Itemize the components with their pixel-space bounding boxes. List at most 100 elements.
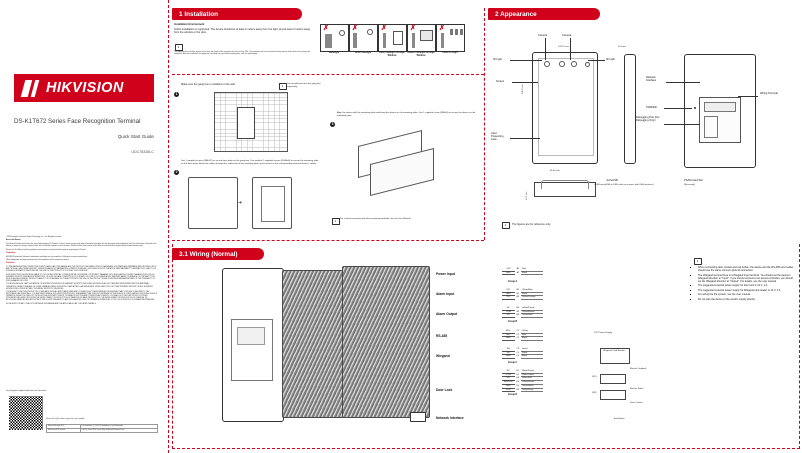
appearance-diagram: Camera Camera IR Light IR Light Screen C… (488, 24, 798, 236)
cross-icon: ✗ (410, 25, 416, 32)
cross-icon: ✗ (323, 25, 329, 32)
rj45-connector-icon (410, 412, 426, 422)
section-divider (172, 240, 484, 241)
pin-name: +12V (502, 268, 515, 272)
note-icon (694, 258, 702, 276)
table-row: NO D3 White/Red (502, 376, 543, 382)
strike-icon (600, 390, 626, 400)
terminal-label-door-lock: Door Lock (436, 388, 453, 392)
group-label-a: Group A (508, 281, 518, 283)
label-camera-left: Camera (538, 34, 548, 37)
legal-heading-disclaimer: Disclaimer (6, 262, 15, 265)
pin-name: GND (502, 292, 515, 297)
cable-bundle (282, 270, 344, 418)
pin-table-rs485: 485+ C1 Yellow 485- C2 Blue GND C3 Black (502, 330, 543, 342)
terminal-label-alarm-output: Alarm Output (436, 312, 458, 316)
legal-line: ©2020 Hangzhou Hikvision Digital Technol… (6, 236, 62, 238)
label-ir-light-right: IR Light (606, 58, 615, 61)
pin-color: Yellow/Orange (521, 295, 543, 301)
tamper-icon (694, 107, 697, 110)
device-side-view (624, 54, 636, 164)
document-code: UD17833B-C (131, 150, 154, 154)
pin-id: B6 (516, 314, 520, 317)
pin-name: GND (502, 354, 515, 360)
ir-light-icon (585, 62, 590, 67)
table-row: COM D2 White/Yellow (502, 373, 543, 378)
section-header-wiring: 3.1 Wiring (Normal) (172, 248, 264, 260)
terminal-label-rs485: RS-485 (436, 334, 448, 338)
note-icon (332, 218, 340, 236)
address-table: Hikvision Europe B.V. Dirk Storklaan 3, … (46, 424, 159, 433)
pin-color: White/Red (521, 376, 543, 382)
pin-color: Black (521, 292, 543, 297)
pin-name: IN2 (502, 295, 515, 301)
table-row: Hikvision UK & Ireland Unit 10, Focus 30… (46, 427, 159, 433)
note-item: The Wiegand terminal here is a Wiegand i… (698, 274, 794, 284)
install-env-text: Indoor installation is supported. The de… (174, 28, 311, 35)
label-card-area: Card Presenting Area (491, 132, 504, 142)
terminal-label-wiegand: Wiegand (436, 354, 450, 358)
pin-color: Yellow/Purple (521, 307, 543, 311)
pin-table-door-lock: NC D1 White/Purple COM D2 White/Yellow N… (502, 370, 543, 393)
base-plate-illustration (188, 177, 238, 229)
table-row: GND D5 Yellow/Black (502, 384, 543, 389)
note-icon (175, 44, 183, 62)
step-text: Align the device with the mounting plate… (337, 112, 476, 118)
pin-color: Red (521, 268, 543, 272)
legal-line: YOU ACKNOWLEDGE THAT THE NATURE OF INTER… (6, 283, 154, 290)
scene-caption: Close to Light (442, 52, 458, 54)
scene-caption: Direct Sunlight through Window (379, 52, 405, 57)
pin-id: C5 (516, 351, 520, 354)
qr-code-icon (8, 395, 44, 431)
section-header-appearance: 2 Appearance (488, 8, 600, 20)
pin-id: D1 (516, 370, 520, 373)
step-note: You should purchase the gang box separat… (287, 83, 321, 88)
pin-name: GND (502, 384, 515, 389)
legal-text-block: ©2020 Hangzhou Hikvision Digital Technol… (6, 236, 158, 306)
terminal-label-network-interface: Network Interface (436, 416, 464, 420)
cross-icon: ✗ (381, 25, 387, 32)
pin-color: White (521, 351, 543, 356)
label-ir-light-left: IR Light (493, 58, 502, 61)
page-title: DS-K1T672 Series Face Recognition Termin… (14, 118, 141, 125)
pin-table-wiegand: W0 C4 Green W1 C5 White GND C6 Black (502, 348, 543, 360)
pin-color: Black (521, 354, 543, 360)
group-label-c: Group C (508, 362, 518, 364)
pin-color: Yellow/Gray (521, 388, 543, 393)
pin-id: D3 (516, 377, 520, 380)
pin-color: White/Purple (521, 370, 543, 374)
pin-id: C6 (516, 355, 520, 358)
table-row: SENSOR D4 Yellow/Green (502, 380, 543, 385)
table-row: GND B2 Black (502, 292, 543, 297)
step-number: 3 (330, 122, 335, 127)
label-wiring-terminal: Wiring Terminal (760, 92, 778, 95)
label-micro-usb: microUSB (606, 179, 618, 182)
dimension-width-bottom: 81.84 mm (550, 170, 560, 172)
pin-id: D4 (516, 381, 520, 384)
camera-icon (559, 61, 565, 67)
pin-name: COM (502, 373, 515, 378)
pin-name: IN1 (502, 289, 515, 293)
table-row: GND C3 Black (502, 336, 543, 342)
cross-icon: ✗ (352, 25, 358, 32)
install-env-title: Installation Environment (174, 23, 205, 26)
section-header-installation: 1 Installation (172, 8, 302, 20)
table-row: NC B4 Yellow/Purple (502, 307, 543, 311)
label-power-supply: 12V Power Supply (594, 332, 612, 334)
note-item: Do not wire the device to the electric s… (698, 298, 794, 301)
camera-icon (544, 61, 550, 67)
cable-fan (342, 266, 430, 418)
dimension-depth-side: 20.1mm (618, 46, 626, 48)
note-item: The suggested external power supply for … (698, 284, 794, 287)
legal-line: Please use this Manual with the guidance… (6, 248, 87, 251)
scene-caption: Direct Sunlight (354, 52, 372, 54)
cover-panel: HIKVISION DS-K1T672 Series Face Recognit… (0, 0, 168, 453)
pin-name: W0 (502, 348, 515, 352)
pin-color: Yellow/Black (521, 384, 543, 389)
logo-slash-icon (30, 79, 40, 97)
note-icon (502, 222, 510, 240)
pin-table-power-input: +12V A1 Red GND A2 Black (502, 268, 543, 276)
step-text: Use 2 supplied screws (PA4x25) to secure… (181, 160, 319, 166)
wiring-panel (172, 244, 800, 449)
label-screen: Screen (496, 80, 505, 83)
